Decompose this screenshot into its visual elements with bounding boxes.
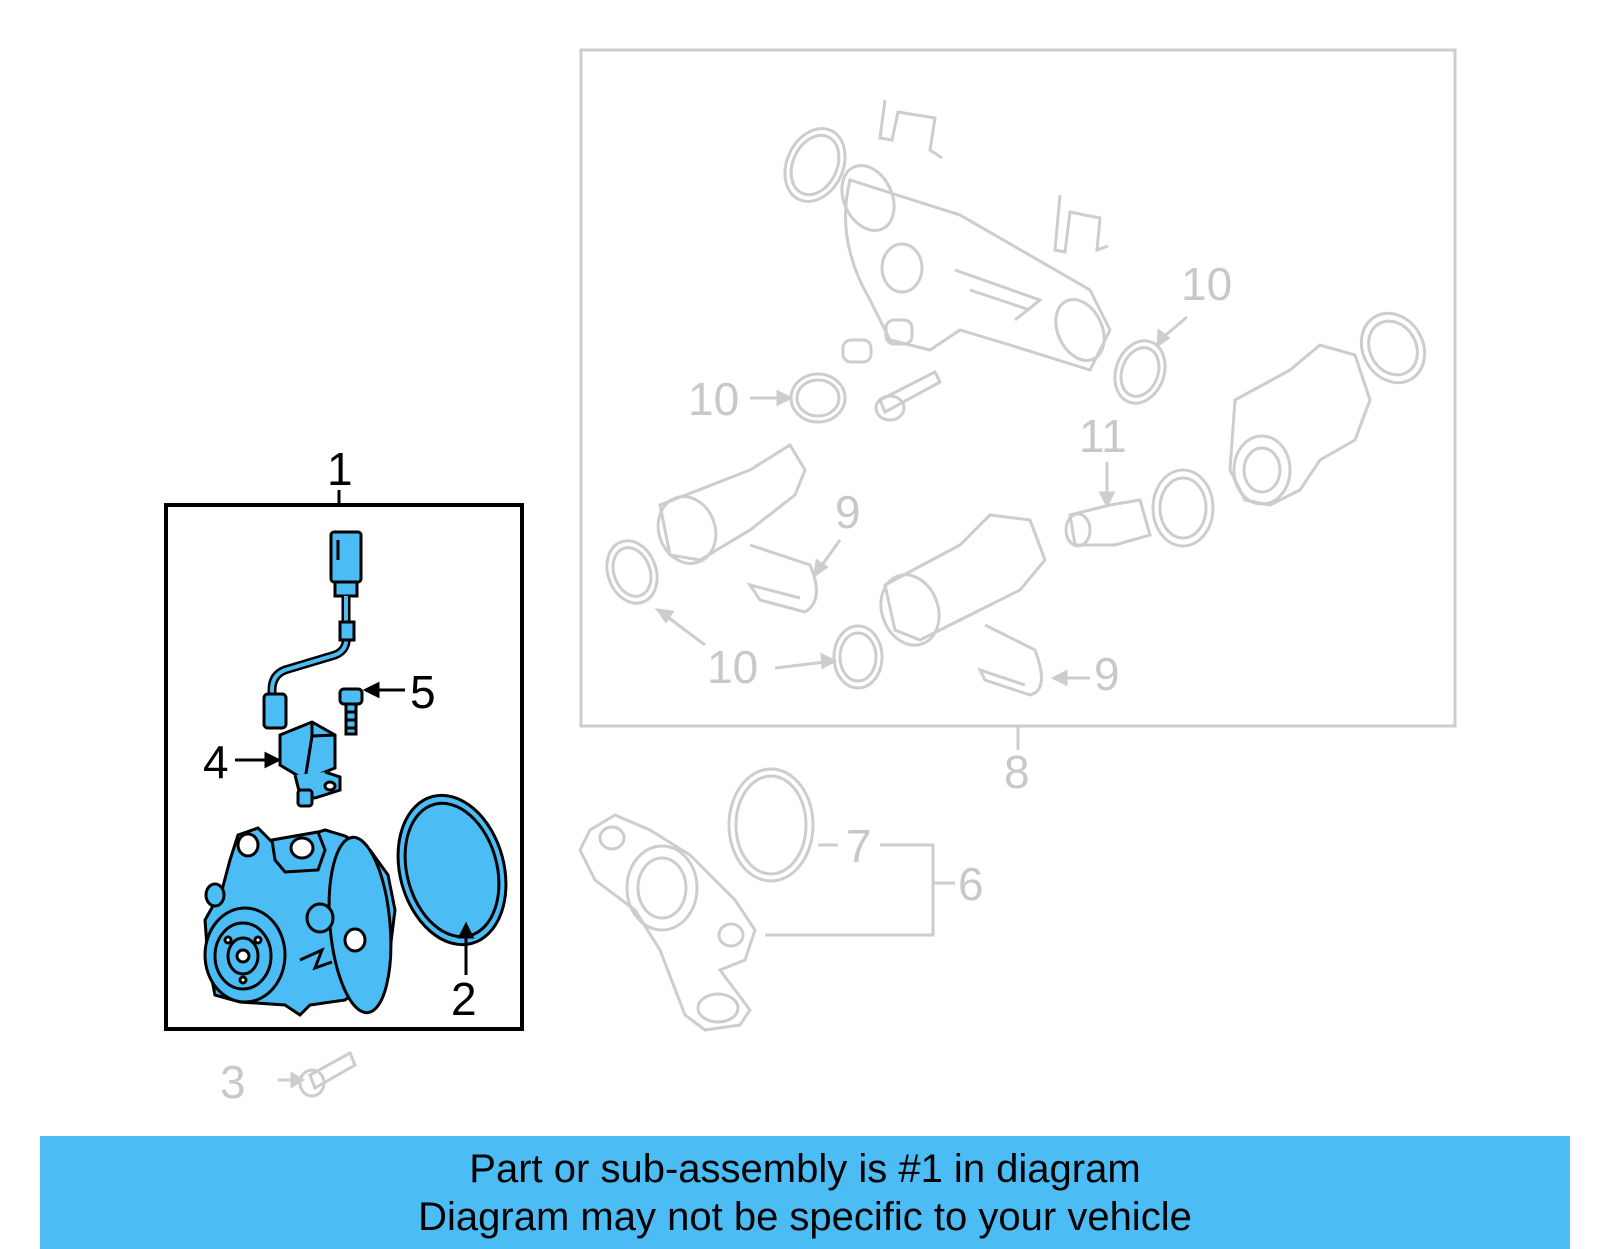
callout-1: 1 <box>327 443 353 495</box>
outlet-housing-right <box>1228 343 1372 507</box>
o-ring-upper-left <box>783 127 847 203</box>
wire-harness <box>267 596 351 705</box>
sensor-wire-harness <box>262 530 363 730</box>
callout-8: 8 <box>1004 746 1030 798</box>
banner-line-2: Diagram may not be specific to your vehi… <box>418 1194 1192 1239</box>
retaining-clip-top <box>878 99 943 160</box>
muted-leaders <box>654 315 1188 687</box>
o-ring-10-lower-left <box>605 539 659 605</box>
bolt-5 <box>338 687 364 736</box>
u-clip-9-upper <box>746 543 818 614</box>
gasket-2 <box>396 793 508 947</box>
o-ring-10-lower-mid <box>832 624 884 690</box>
sensor-4 <box>278 720 342 808</box>
callout-6: 6 <box>958 858 984 910</box>
flange-6 <box>578 813 757 1032</box>
assembly-6-group <box>578 767 955 1032</box>
o-ring-outlet <box>1359 311 1427 385</box>
hose-connector-left <box>658 442 807 562</box>
callout-2: 2 <box>451 973 477 1025</box>
hose-connector-right <box>883 513 1047 642</box>
wire-connector-plug <box>329 530 363 584</box>
coolant-temp-sensor <box>1068 498 1152 547</box>
callout-7: 7 <box>846 820 872 872</box>
callout-10-lower: 10 <box>707 641 758 693</box>
retaining-clip-upper-right <box>1053 194 1109 254</box>
assembly-1-frame <box>164 503 524 1031</box>
callout-10-right: 10 <box>1181 258 1232 310</box>
assembly-1-group <box>164 490 524 1031</box>
o-ring-sensor <box>1151 468 1215 548</box>
bolt-3 <box>308 1050 357 1091</box>
bolt-3-group <box>278 1050 357 1098</box>
o-ring-10-right <box>1113 339 1167 405</box>
callout-3: 3 <box>220 1056 246 1108</box>
callout-9-lower: 9 <box>1094 648 1120 700</box>
callout-4: 4 <box>203 736 229 788</box>
o-ring-7 <box>727 767 815 883</box>
screw-upper <box>878 369 942 415</box>
assembly-8-group <box>579 48 1457 750</box>
callout-9-upper: 9 <box>835 486 861 538</box>
callout-11: 11 <box>1079 410 1127 462</box>
banner-line-1: Part or sub-assembly is #1 in diagram <box>469 1146 1141 1191</box>
info-banner: Part or sub-assembly is #1 in diagram Di… <box>40 1136 1570 1249</box>
u-clip-9-lower <box>977 623 1043 697</box>
callout-5: 5 <box>410 666 436 718</box>
coolant-flange-housing <box>844 178 1112 372</box>
active-leaders <box>235 681 475 975</box>
water-pump-body <box>203 826 397 1017</box>
callout-10-left: 10 <box>688 373 739 425</box>
